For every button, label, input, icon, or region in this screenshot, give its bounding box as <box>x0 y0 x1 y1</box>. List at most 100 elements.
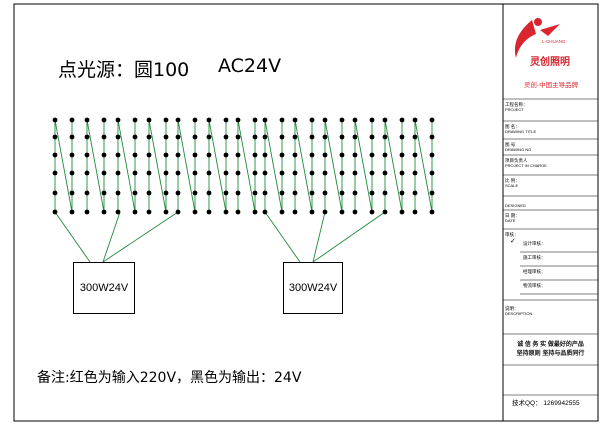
light-point <box>279 170 285 176</box>
review-manager: 经理审核： <box>523 269 546 274</box>
light-point <box>412 152 418 158</box>
light-point <box>429 170 435 176</box>
light-point <box>175 117 181 123</box>
light-point <box>115 209 121 215</box>
light-point <box>399 134 405 140</box>
light-point <box>132 152 138 158</box>
light-point <box>115 190 121 196</box>
light-point <box>339 170 345 176</box>
light-point <box>101 209 107 215</box>
wire-segment <box>54 119 73 213</box>
date-label: 日 期： <box>505 213 520 218</box>
light-point <box>69 190 75 196</box>
light-point <box>382 152 388 158</box>
light-point <box>235 209 241 215</box>
light-point <box>163 134 169 140</box>
light-point <box>369 152 375 158</box>
feeder-wire <box>102 211 179 263</box>
light-point <box>132 190 138 196</box>
light-point <box>175 209 181 215</box>
review-construction: 施工审核： <box>523 255 546 260</box>
light-point <box>115 152 121 158</box>
light-point <box>369 170 375 176</box>
drawing-title-label: 图 名： <box>505 124 520 129</box>
scale-label-en: SCALE <box>505 183 519 188</box>
light-point <box>252 190 258 196</box>
light-point <box>192 152 198 158</box>
contact-phone: 技术QQ： 1269942555 <box>512 400 580 407</box>
light-point <box>223 117 229 123</box>
light-point <box>412 209 418 215</box>
light-point <box>352 209 358 215</box>
designed-label: DESIGNED <box>505 203 526 208</box>
light-point <box>309 170 315 176</box>
drawing-voltage: AC24V <box>218 55 282 77</box>
wire-segment <box>148 119 167 213</box>
light-point <box>235 117 241 123</box>
light-point <box>339 152 345 158</box>
light-point <box>84 152 90 158</box>
light-point <box>146 117 152 123</box>
light-point <box>429 209 435 215</box>
light-point <box>52 152 58 158</box>
light-point <box>292 170 298 176</box>
light-point <box>235 190 241 196</box>
light-point <box>412 190 418 196</box>
light-point <box>163 190 169 196</box>
light-point <box>322 152 328 158</box>
drawing-title-label-en: DRAWING TITLE <box>505 129 537 134</box>
light-point <box>369 117 375 123</box>
review-label: 审核： <box>505 232 519 237</box>
light-point <box>101 152 107 158</box>
light-point <box>252 152 258 158</box>
light-point <box>412 170 418 176</box>
light-point <box>352 134 358 140</box>
light-point <box>262 152 268 158</box>
light-point <box>322 209 328 215</box>
light-point <box>262 190 268 196</box>
light-point <box>235 134 241 140</box>
brand-slogan: 灵创-中国主导品牌 <box>523 82 579 89</box>
light-point <box>69 117 75 123</box>
light-point <box>52 134 58 140</box>
light-point <box>146 152 152 158</box>
light-point <box>279 190 285 196</box>
light-point <box>382 117 388 123</box>
light-point <box>262 209 268 215</box>
light-point <box>84 170 90 176</box>
review-logistics: 物流审核： <box>523 283 546 288</box>
date-label-en: DATE <box>505 218 516 223</box>
light-point <box>262 170 268 176</box>
light-point <box>382 134 388 140</box>
light-point <box>262 134 268 140</box>
in-charge-label-en: PROJECT IN CHARGE <box>505 163 547 168</box>
light-point <box>52 209 58 215</box>
title-block-lines <box>503 98 598 396</box>
wiring <box>54 119 433 263</box>
feeder-wire <box>54 211 91 263</box>
check-icon: ✓ <box>510 238 516 245</box>
light-point <box>101 170 107 176</box>
light-point <box>292 134 298 140</box>
light-point <box>399 209 405 215</box>
light-point <box>163 209 169 215</box>
light-point <box>252 209 258 215</box>
light-point <box>429 134 435 140</box>
wire-segment <box>208 119 227 213</box>
light-point <box>399 190 405 196</box>
light-point <box>412 117 418 123</box>
feeder-wire <box>312 211 326 263</box>
light-point <box>382 209 388 215</box>
feeder-wire <box>264 211 301 263</box>
light-point <box>322 190 328 196</box>
light-point <box>322 117 328 123</box>
drawing-title: 点光源：圆100 <box>58 59 190 81</box>
light-point <box>206 134 212 140</box>
light-point <box>84 117 90 123</box>
light-point <box>192 170 198 176</box>
light-point <box>309 117 315 123</box>
light-point <box>352 190 358 196</box>
light-point <box>382 170 388 176</box>
light-point <box>69 209 75 215</box>
